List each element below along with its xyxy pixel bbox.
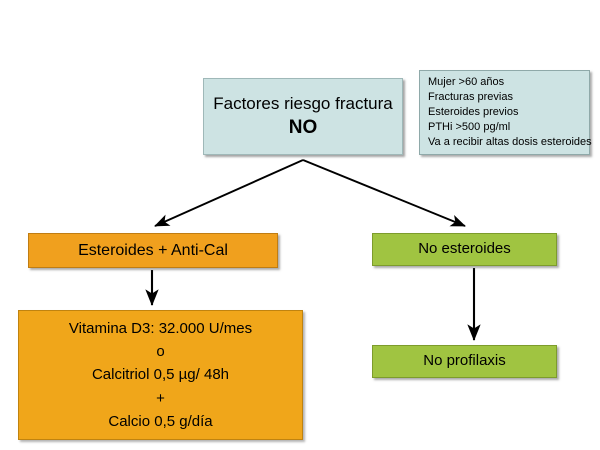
treatment-line-5: Calcio 0,5 g/día xyxy=(108,412,213,430)
steroids-anticalcineurin-box: Esteroides + Anti-Cal xyxy=(28,233,278,268)
no-prophylaxis-box: No profilaxis xyxy=(372,345,557,378)
treatment-line-3: Calcitriol 0,5 µg/ 48h xyxy=(91,366,230,384)
criteria-item-5: Va a recibir altas dosis esteroides xyxy=(428,135,592,148)
criteria-item-4: PTHi >500 pg/ml xyxy=(428,120,511,133)
arrow-split-left xyxy=(154,159,304,227)
criteria-item-3: Esteroides previos xyxy=(428,106,519,119)
steroids-anticalcineurin-label: Esteroides + Anti-Cal xyxy=(78,241,228,259)
no-prophylaxis-label: No profilaxis xyxy=(423,352,506,370)
no-steroids-box: No esteroides xyxy=(372,233,557,266)
criteria-item-2: Fracturas previas xyxy=(428,91,513,104)
arrow-split-right xyxy=(302,159,466,227)
risk-criteria-legend-box: Mujer >60 años Fracturas previas Esteroi… xyxy=(419,70,592,155)
treatment-line-4: + xyxy=(156,389,165,407)
risk-factors-answer: NO xyxy=(288,117,318,139)
treatment-line-1: Vitamina D3: 32.000 U/mes xyxy=(68,319,253,337)
no-steroids-label: No esteroides xyxy=(418,240,511,258)
criteria-item-1: Mujer >60 años xyxy=(428,76,505,89)
risk-factors-decision-box: Factores riesgo fractura NO xyxy=(203,78,403,155)
risk-factors-label: Factores riesgo fractura xyxy=(213,93,393,113)
treatment-line-2: o xyxy=(156,343,165,361)
treatment-prescription-box: Vitamina D3: 32.000 U/mes o Calcitriol 0… xyxy=(18,310,303,440)
